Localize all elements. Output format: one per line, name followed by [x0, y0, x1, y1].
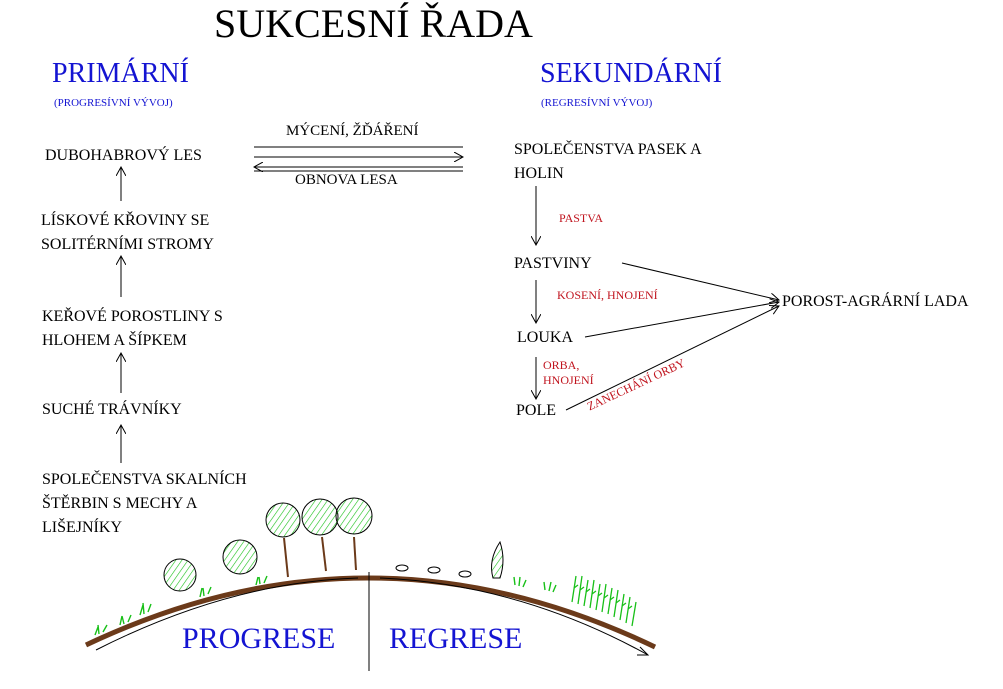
label-mowing-fertilizing: KOSENÍ, HNOJENÍ [557, 288, 658, 302]
label-ploughing: ORBA, HNOJENÍ [543, 358, 594, 388]
stage-field: POLE [516, 402, 556, 419]
stage-rock-crevice-line2: ŠTĚRBIN S MECHY A [42, 495, 198, 512]
grass-tufts-left [94, 575, 268, 636]
stage-meadow: LOUKA [517, 329, 573, 346]
label-ploughing-line2: HNOJENÍ [543, 373, 594, 387]
stage-rock-crevice-line1: SPOLEČENSTVA SKALNÍCH [42, 471, 247, 488]
stone-3 [458, 570, 472, 578]
stage-dry-grassland: SUCHÉ TRÁVNÍKY [42, 401, 182, 418]
stage-clearings: SPOLEČENSTVA PASEK A HOLIN [514, 138, 702, 186]
stone-2 [427, 566, 441, 574]
tree-3 [335, 497, 373, 571]
secondary-subheading: (REGRESÍVNÍ VÝVOJ) [541, 97, 653, 109]
label-ploughing-line1: ORBA, [543, 358, 580, 372]
arrow-field-fallow [565, 306, 779, 411]
primary-heading: PRIMÁRNÍ [52, 58, 189, 89]
stage-hazel-shrubs-line1: LÍSKOVÉ KŘOVINY SE [41, 212, 210, 229]
stage-shrub-growth: KEŘOVÉ POROSTLINY S HLOHEM A ŠÍPKEM [42, 305, 223, 353]
progress-arrow [95, 577, 359, 651]
stage-pastures: PASTVINY [514, 255, 592, 272]
page-title: SUKCESNÍ ŘADA [214, 1, 533, 46]
stage-hazel-shrubs: LÍSKOVÉ KŘOVINY SE SOLITÉRNÍMI STROMY [41, 209, 214, 257]
tree-2 [301, 498, 339, 572]
label-grazing: PASTVA [559, 211, 604, 225]
bush-1 [163, 558, 197, 592]
bush-2 [222, 539, 258, 575]
stage-rock-crevice-communities: SPOLEČENSTVA SKALNÍCH ŠTĚRBIN S MECHY A … [42, 468, 247, 540]
tree-1 [265, 502, 301, 578]
stone-1 [395, 564, 409, 572]
grass-tufts-right [513, 576, 557, 593]
stage-rock-crevice-line3: LIŠEJNÍKY [42, 519, 122, 536]
label-clearing-burning: MÝCENÍ, ŽĎÁŘENÍ [286, 123, 419, 139]
arrow-meadow-fallow [584, 302, 779, 338]
stage-shrub-growth-line2: HLOHEM A ŠÍPKEM [42, 332, 187, 349]
stage-shrub-growth-line1: KEŘOVÉ POROSTLINY S [42, 308, 223, 325]
stage-fallow: POROST-AGRÁRNÍ LADA [782, 293, 969, 310]
regress-arrow [379, 577, 649, 656]
crops [571, 575, 637, 627]
soil-arc [84, 575, 657, 650]
stage-oak-hornbeam-forest: DUBOHABROVÝ LES [45, 147, 202, 164]
secondary-heading: SEKUNDÁRNÍ [540, 58, 722, 89]
stage-clearings-line1: SPOLEČENSTVA PASEK A [514, 141, 702, 158]
primary-subheading: (PROGRESÍVNÍ VÝVOJ) [54, 97, 173, 109]
stage-clearings-line2: HOLIN [514, 165, 564, 182]
arrow-pasture-fallow [621, 262, 779, 300]
label-progress: PROGRESE [182, 622, 336, 655]
label-regress: REGRESE [389, 622, 523, 655]
label-forest-renewal: OBNOVA LESA [295, 172, 398, 188]
bush-3 [491, 540, 504, 579]
stage-hazel-shrubs-line2: SOLITÉRNÍMI STROMY [41, 236, 214, 253]
